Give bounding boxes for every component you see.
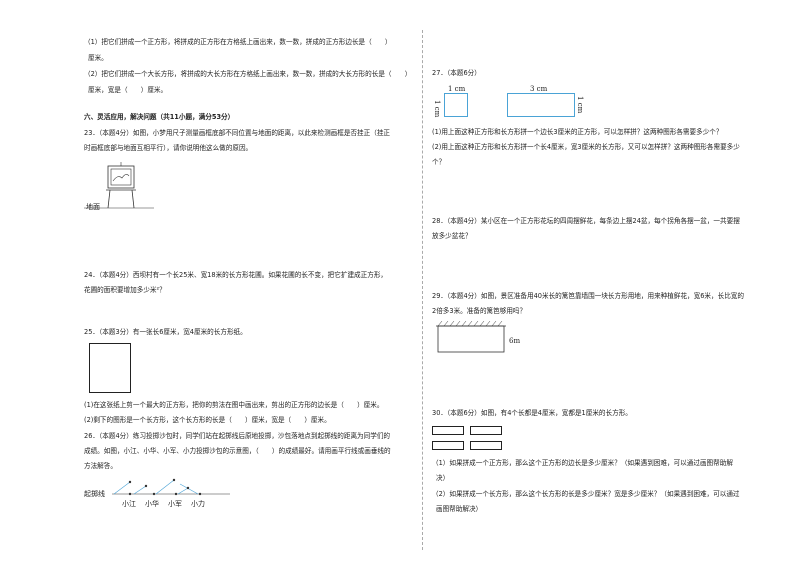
q30-strip-1 (432, 426, 464, 435)
prev-question-2: （2）把它们拼成一个大长方形，将拼成的大长方形在方格纸上画出来，数一数，拼成的大… (84, 70, 412, 78)
q27-square (444, 93, 468, 117)
q29-text: 29．（本题4分）如图，景区准备用40米长的篱笆靠墙围一块长方形用地，用来种植鲜… (432, 292, 744, 300)
prev-question-1: （1）把它们拼成一个正方形，将拼成的正方形在方格纸上画出来，数一数，拼成的正方形… (84, 38, 392, 46)
q30-strip-2 (470, 426, 502, 435)
q27-text: 27．（本题6分） (432, 69, 481, 77)
q30-text: 30．（本题6分）如图，有4个长都是4厘米，宽都是1厘米的长方形。 (432, 409, 632, 417)
q24-text: 24．（本题4分）西坝村有一个长25米、宽18米的长方形花圃。如果花圃的长不变，… (84, 271, 388, 279)
q27-rectangle (507, 93, 575, 117)
q26-text-cont2: 方法解答。 (84, 462, 117, 470)
q26-text-cont: 成绩。如图，小江、小华、小军、小力投掷沙包的示意图，（ ）的成绩最好。请用画平行… (84, 447, 391, 455)
q30-strip-4 (470, 441, 502, 450)
q28-text-cont: 放多少盆花？ (432, 232, 472, 240)
q25-text: 25．（本题3分）有一张长6厘米，宽4厘米的长方形纸。 (84, 328, 247, 336)
q23-easel-figure (84, 162, 154, 209)
q26-name-jun: 小军 (168, 500, 182, 508)
q25-part1: (1)在这张纸上剪一个最大的正方形，把你的剪法在图中画出来，剪出的正方形的边长是… (84, 401, 384, 409)
q29-text-cont: 2倍多3米。准备的篱笆够用吗？ (432, 307, 527, 315)
q26-text: 26．（本题4分）练习投掷沙包时，同学们站在起掷线后原地投掷，沙包落地点到起掷线… (84, 432, 391, 440)
q23-ground-label: 地面 (86, 203, 100, 211)
q27-square-top-label: 1 cm (448, 85, 466, 93)
q27-part2-cont: 个？ (432, 158, 446, 166)
q30-part2-cont: 画图帮助解决） (436, 505, 483, 513)
q30-part1-cont: 决） (436, 474, 450, 482)
q29-fence-figure (436, 320, 506, 353)
q27-part1: (1)用上面这种正方形和长方形拼一个边长3厘米的正方形，可以怎样拼？这两种图形各… (432, 128, 723, 136)
q24-text-cont: 花圃的面积要增加多少米²？ (84, 286, 166, 294)
q29-width-label: 6m (509, 337, 521, 345)
q28-text: 28．（本题4分）某小区在一个正方形花坛的四周摆鲜花，每条边上摆24盆，每个拐角… (432, 217, 740, 225)
q27-rect-side-label: 1 cm (576, 96, 584, 114)
prev-question-2-cont: 厘米，宽是（ ）厘米。 (88, 86, 168, 94)
q26-name-jiang: 小江 (122, 500, 136, 508)
q30-part2: （2）如果拼成一个长方形，那么这个长方形的长是多少厘米？宽是多少厘米？（如果遇到… (432, 490, 740, 498)
q25-paper-rect (89, 343, 131, 393)
q26-name-hua: 小华 (145, 500, 159, 508)
prev-question-1-cont: 厘米。 (88, 54, 108, 62)
section-title: 六、灵活应用，解决问题（共11小题，满分53分） (84, 113, 235, 121)
q27-part2: (2)用上面这种正方形和长方形拼一个长4厘米，宽3厘米的长方形，又可以怎样拼？这… (432, 143, 740, 151)
q23-text: 23．（本题4分）如图，小梦用尺子测量画框底部不同位置与地面的距离，以此来检测画… (84, 129, 391, 137)
column-divider (422, 30, 423, 550)
q23-text-cont: 时画框底部与地面互相平行），请你说明他这么做的原因。 (84, 144, 253, 152)
q25-part2: (2)剩下的图形是一个长方形，这个长方形的长是（ ）厘米，宽是（ ）厘米。 (84, 416, 331, 424)
q27-square-side-label: 1 cm (433, 100, 441, 118)
q30-part1: （1）如果拼成一个正方形，那么这个正方形的边长是多少厘米？（如果遇到困难，可以通… (432, 459, 733, 467)
q26-throw-figure (112, 478, 230, 496)
q30-strip-3 (432, 441, 464, 450)
q26-throw-line-label: 起掷线 (84, 490, 105, 498)
q27-rect-top-label: 3 cm (530, 85, 548, 93)
q26-name-li: 小力 (191, 500, 205, 508)
